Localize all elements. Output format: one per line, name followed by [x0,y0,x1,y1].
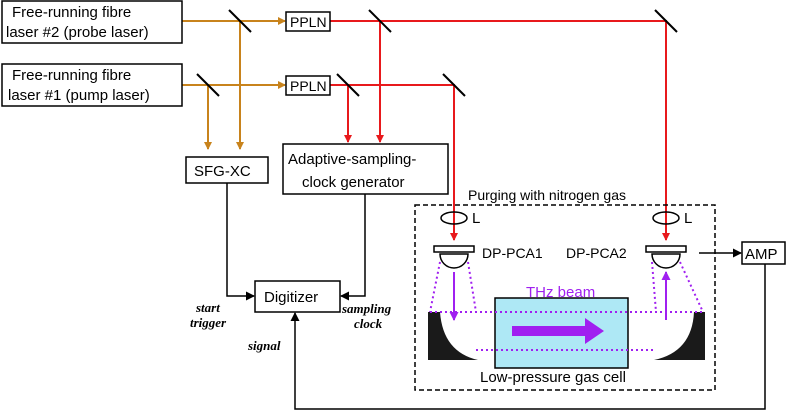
svg-text:PPLN: PPLN [290,78,327,94]
red-beam-paths [330,20,670,241]
svg-text:DP-PCA2: DP-PCA2 [566,245,627,261]
digitizer-box: Digitizer [254,280,341,313]
svg-text:AMP: AMP [745,246,778,263]
svg-text:PPLN: PPLN [290,14,327,30]
mirrors [196,9,678,97]
svg-text:L: L [472,210,480,227]
svg-text:laser #2 (probe laser): laser #2 (probe laser) [6,24,149,41]
ppln-top: PPLN [285,11,331,32]
electrical-lines [226,183,766,410]
signal-annotations: start trigger sampling clock signal [190,300,392,353]
lens-left: L [440,210,480,227]
dp-pca2: DP-PCA2 [566,245,687,269]
orange-beam-paths [182,17,286,150]
ppln-bottom: PPLN [285,75,331,96]
amp-box: AMP [741,241,786,265]
svg-text:laser #1 (pump laser): laser #1 (pump laser) [8,87,150,104]
thz-beam [429,261,704,351]
svg-text:clock generator: clock generator [302,174,405,191]
thz-arrows [449,271,671,344]
svg-text:Free-running fibre: Free-running fibre [12,4,131,21]
svg-text:Adaptive-sampling-: Adaptive-sampling- [288,151,416,168]
laser-1-box: Free-running fibre laser #1 (pump laser) [1,63,183,107]
laser-2-box: Free-running fibre laser #2 (probe laser… [1,0,183,44]
svg-text:DP-PCA1: DP-PCA1 [482,245,543,261]
svg-text:SFG-XC: SFG-XC [194,163,251,180]
svg-text:Free-running fibre: Free-running fibre [12,67,131,84]
thz-beam-label: THz beam [526,284,595,301]
parabolic-mirrors [428,312,705,360]
adaptive-sampling-clock-box: Adaptive-sampling- clock generator [282,143,449,195]
purging-enclosure: Purging with nitrogen gas [414,187,716,391]
svg-text:signal: signal [247,338,281,353]
svg-text:Digitizer: Digitizer [264,289,318,306]
svg-text:trigger: trigger [190,315,227,330]
dp-pca1: DP-PCA1 [433,245,543,269]
svg-text:L: L [684,210,692,227]
svg-text:Purging with nitrogen gas: Purging with nitrogen gas [468,187,626,203]
svg-text:sampling: sampling [341,301,392,316]
svg-text:start: start [195,300,220,315]
sfg-xc-box: SFG-XC [185,156,269,184]
lens-right: L [652,210,692,227]
svg-text:Low-pressure gas cell: Low-pressure gas cell [480,369,626,386]
svg-text:clock: clock [354,316,383,331]
